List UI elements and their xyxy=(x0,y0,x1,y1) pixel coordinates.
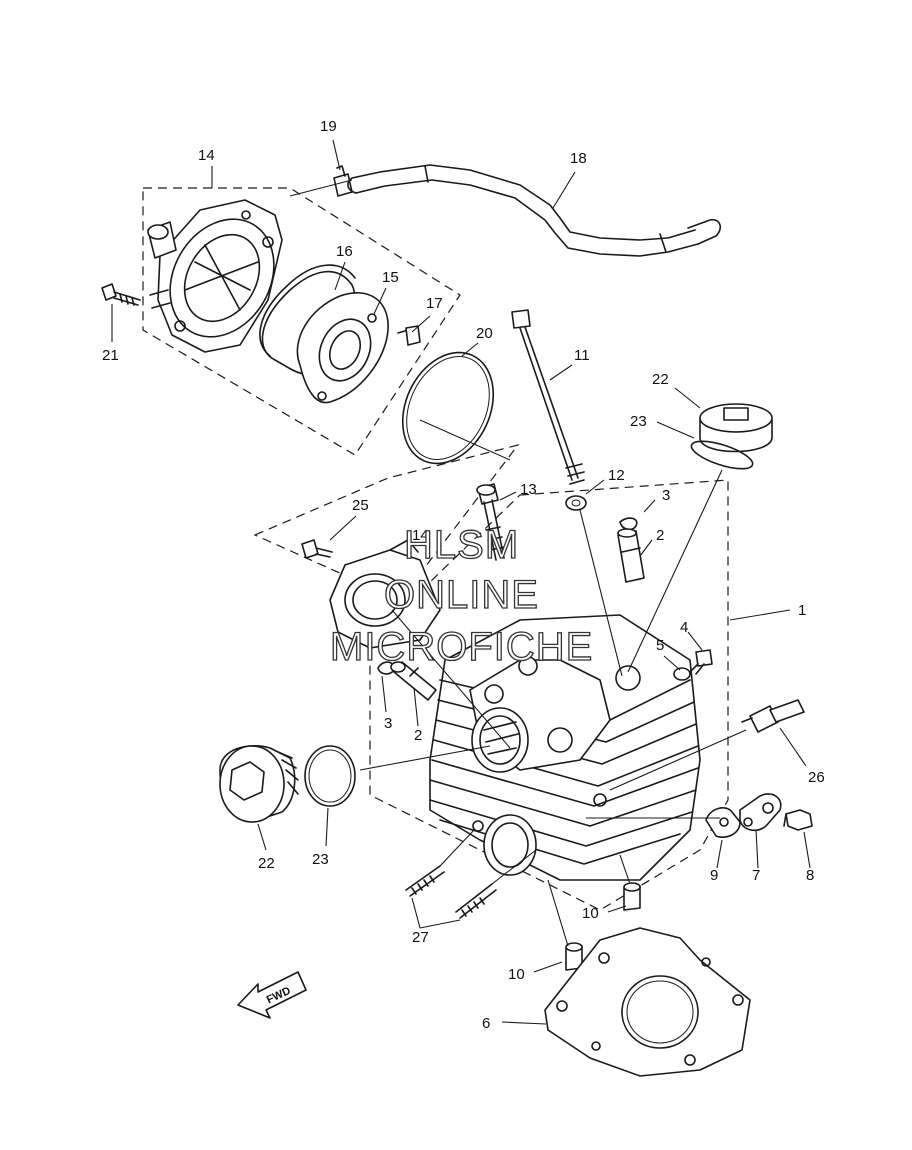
callout-9: 9 xyxy=(710,867,718,884)
callout-15: 15 xyxy=(382,269,399,286)
dowel-pin-10-upper xyxy=(623,882,641,911)
hose-clamp xyxy=(333,165,353,197)
callout-19: 19 xyxy=(320,118,337,135)
washer-12 xyxy=(565,495,587,511)
valve-guide-2-lower xyxy=(390,661,437,701)
callout-23-lower: 23 xyxy=(312,851,329,868)
clip-3-upper xyxy=(619,517,638,531)
callout-1: 1 xyxy=(798,602,806,619)
callout-23-upper: 23 xyxy=(630,413,647,430)
callout-13: 13 xyxy=(520,481,537,498)
callout-8: 8 xyxy=(806,867,814,884)
callout-14-middle: 14 xyxy=(412,527,429,544)
head-gasket xyxy=(544,927,751,1077)
stud-bolt-11 xyxy=(511,309,585,485)
callout-25: 25 xyxy=(352,497,369,514)
bolt-4 xyxy=(689,649,713,675)
o-ring-20 xyxy=(401,351,495,465)
callouts: 1 2 2 3 3 4 5 6 7 8 9 10 10 11 12 13 14 … xyxy=(102,118,825,1032)
stud-bolt-27-a xyxy=(405,865,445,897)
washer-5 xyxy=(673,667,691,681)
bolt-13 xyxy=(476,483,505,561)
callout-6: 6 xyxy=(482,1015,490,1032)
callout-5: 5 xyxy=(656,637,664,654)
callout-16: 16 xyxy=(336,243,353,260)
callout-10-upper: 10 xyxy=(582,905,599,922)
bolt-17 xyxy=(397,325,421,346)
callout-3-lower: 3 xyxy=(384,715,392,732)
callout-14-upper: 14 xyxy=(198,147,215,164)
o-ring-20-inner xyxy=(406,355,490,461)
callout-3-upper: 3 xyxy=(662,487,670,504)
leader-lines xyxy=(111,139,811,1025)
callout-26: 26 xyxy=(808,769,825,786)
watermark-line-3: MICROFICHE xyxy=(330,625,593,669)
forward-direction-arrow: FWD xyxy=(237,971,307,1019)
callout-22-lower: 22 xyxy=(258,855,275,872)
callout-21: 21 xyxy=(102,347,119,364)
intake-joint xyxy=(329,539,441,649)
callout-27: 27 xyxy=(412,929,429,946)
bolt-8 xyxy=(783,809,813,831)
cap-22-upper xyxy=(699,403,773,453)
callout-4: 4 xyxy=(680,619,688,636)
water-housing xyxy=(147,199,283,353)
o-ring-23-upper xyxy=(690,440,754,470)
callout-17: 17 xyxy=(426,295,443,312)
cap-22-lower xyxy=(219,745,299,823)
callout-20: 20 xyxy=(476,325,493,342)
watermark: HLSM ONLINE MICROFICHE xyxy=(329,522,593,669)
bolt-21 xyxy=(101,283,141,306)
joint-7 xyxy=(739,793,782,832)
watermark-line-1: HLSM xyxy=(404,523,519,567)
group-box-head xyxy=(369,479,729,911)
valve-guide-2-upper xyxy=(617,528,645,583)
o-ring-23-lower-inner xyxy=(308,749,352,803)
callout-22-upper: 22 xyxy=(652,371,669,388)
callout-18: 18 xyxy=(570,150,587,167)
group-box-upper xyxy=(142,187,461,456)
callout-2-upper: 2 xyxy=(656,527,664,544)
thermostat xyxy=(296,292,389,404)
breather-hose xyxy=(347,164,722,257)
callout-12: 12 xyxy=(608,467,625,484)
spark-plug xyxy=(741,699,805,733)
watermark-line-2: ONLINE xyxy=(384,573,539,617)
washer-12-hole xyxy=(571,499,581,507)
gasket-9 xyxy=(705,807,741,838)
callout-11: 11 xyxy=(574,347,590,364)
stud-bolt-27-b xyxy=(455,883,497,919)
bolt-25 xyxy=(301,539,333,559)
callout-10-lower: 10 xyxy=(508,966,525,983)
o-ring-23-lower xyxy=(304,745,356,807)
callout-7: 7 xyxy=(752,867,760,884)
callout-2-lower: 2 xyxy=(414,727,422,744)
